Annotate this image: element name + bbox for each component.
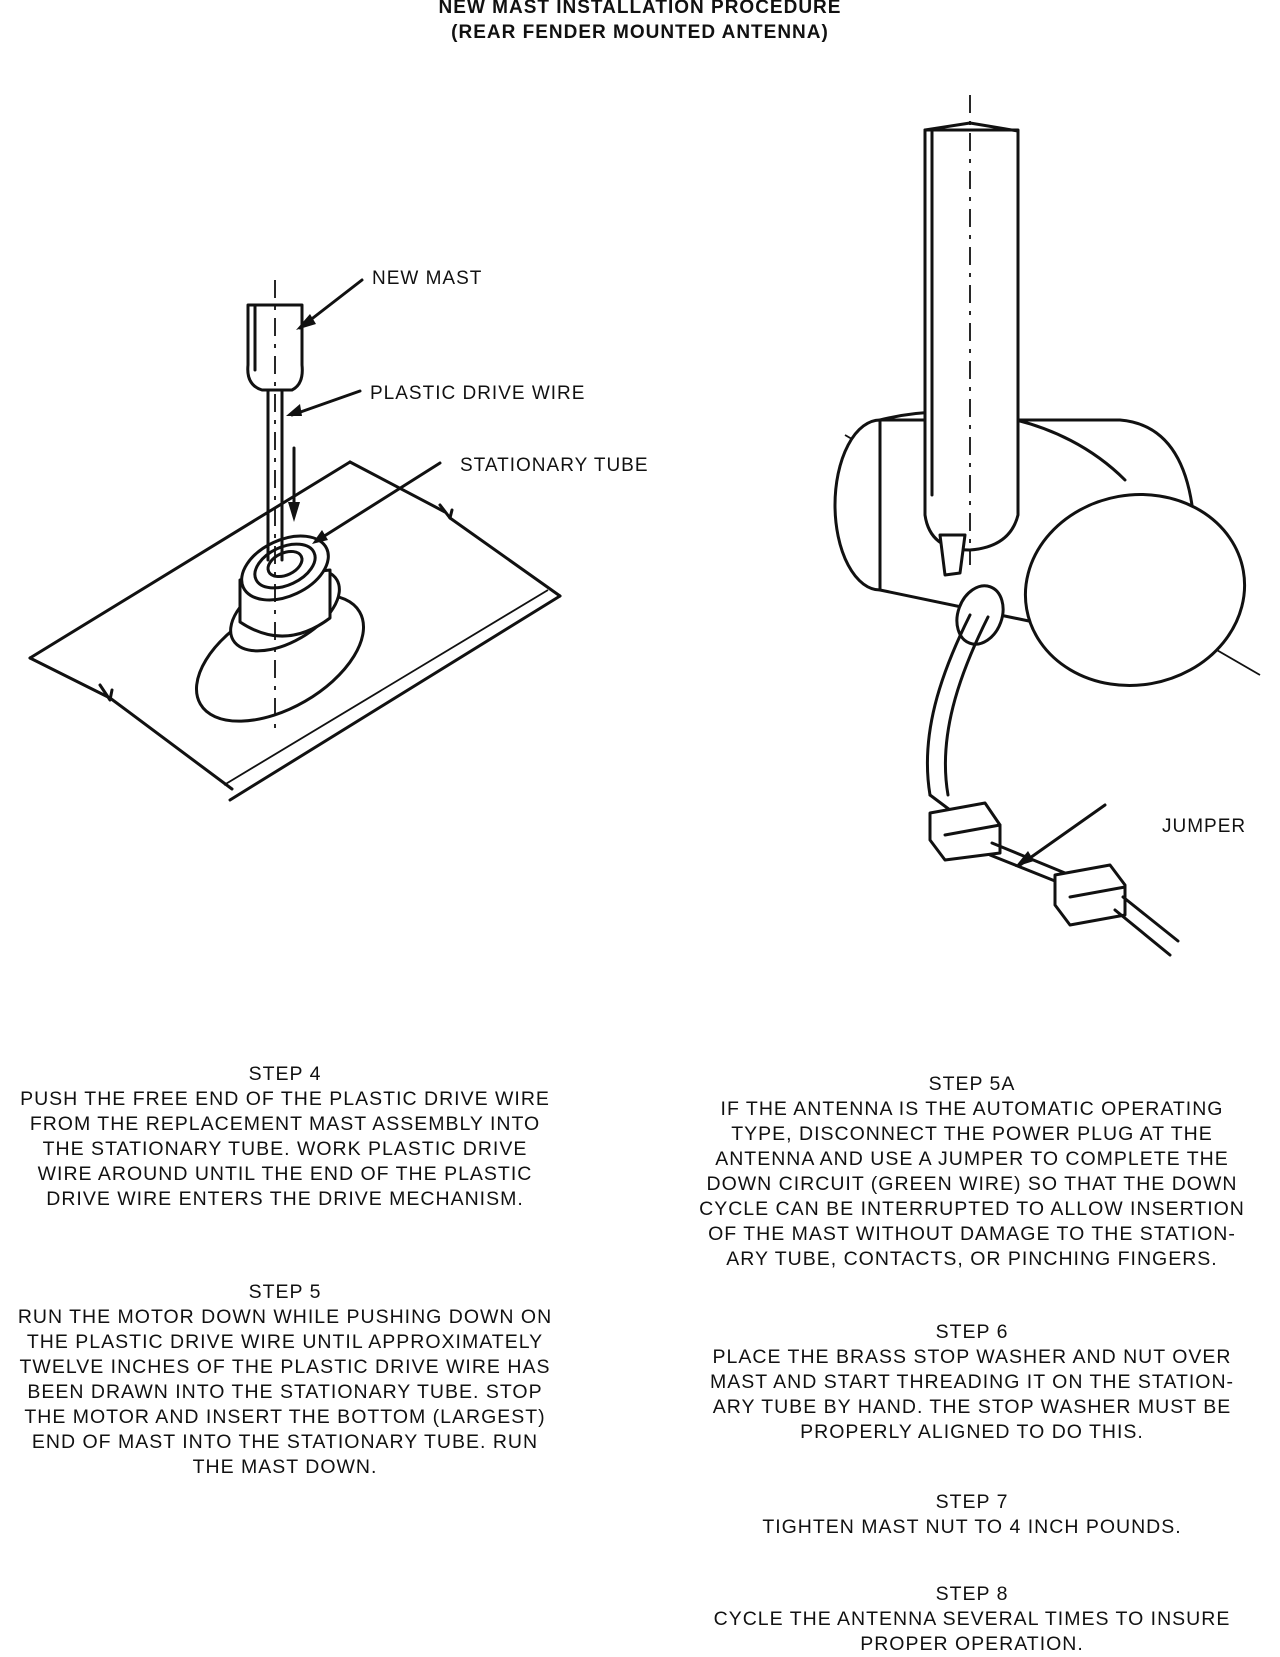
new-mast-label: NEW MAST (372, 268, 483, 289)
step-6-body: PLACE THE BRASS STOP WASHER AND NUT OVER… (709, 1346, 1235, 1443)
step-4-title: STEP 4 (248, 1063, 322, 1085)
step-6-title: STEP 6 (935, 1321, 1009, 1343)
antenna-jumper-illustration (833, 95, 1261, 957)
antenna-base (194, 534, 366, 723)
step-8: STEP 8 CYCLE THE ANTENNA SEVERAL TIMES T… (672, 1582, 1272, 1657)
step-4-body: PUSH THE FREE END OF THE PLASTIC DRIVE W… (20, 1088, 550, 1210)
step-5: STEP 5 RUN THE MOTOR DOWN WHILE PUSHING … (0, 1280, 570, 1480)
page-title: NEW MAST INSTALLATION PROCEDURE (438, 0, 842, 18)
step-5-body: RUN THE MOTOR DOWN WHILE PUSHING DOWN ON… (17, 1306, 553, 1478)
leader-arrows (286, 278, 442, 544)
mast-tube (923, 95, 1020, 577)
fender-panel (28, 460, 562, 802)
page-subtitle: (REAR FENDER MOUNTED ANTENNA) (451, 22, 829, 43)
plastic-drive-wire-label: PLASTIC DRIVE WIRE (370, 383, 586, 404)
step-6: STEP 6 PLACE THE BRASS STOP WASHER AND N… (672, 1320, 1272, 1445)
step-5a: STEP 5A IF THE ANTENNA IS THE AUTOMATIC … (672, 1072, 1272, 1272)
step-4: STEP 4 PUSH THE FREE END OF THE PLASTIC … (0, 1062, 570, 1212)
stationary-tube-illustration (28, 278, 562, 802)
jumper-label: JUMPER (1162, 816, 1247, 837)
jumper-leader (1015, 803, 1107, 867)
power-cable (925, 584, 1005, 812)
stationary-tube-label: STATIONARY TUBE (460, 455, 649, 476)
step-7-title: STEP 7 (935, 1491, 1009, 1513)
step-8-title: STEP 8 (935, 1583, 1009, 1605)
plug-connectors (928, 801, 1180, 957)
step-5a-body: IF THE ANTENNA IS THE AUTOMATIC OPERATIN… (699, 1098, 1245, 1270)
step-7-body: TIGHTEN MAST NUT TO 4 INCH POUNDS. (762, 1516, 1182, 1538)
step-5-title: STEP 5 (248, 1281, 322, 1303)
step-8-body: CYCLE THE ANTENNA SEVERAL TIMES TO INSUR… (713, 1608, 1231, 1655)
new-mast-illustration (246, 280, 304, 730)
step-5a-title: STEP 5A (928, 1073, 1016, 1095)
step-7: STEP 7 TIGHTEN MAST NUT TO 4 INCH POUNDS… (672, 1490, 1272, 1540)
motor-housing (833, 410, 1247, 687)
